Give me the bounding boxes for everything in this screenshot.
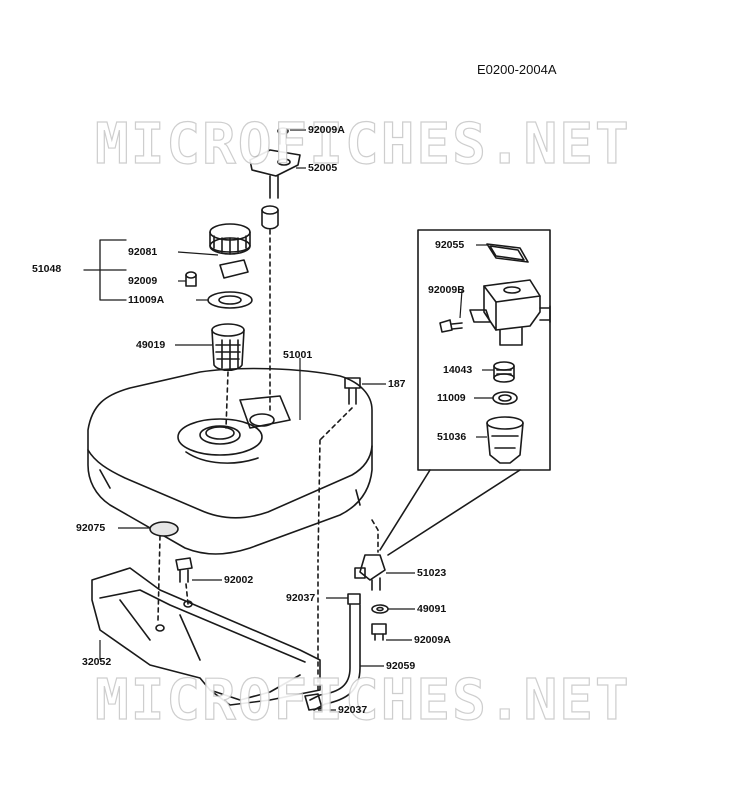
sender-52005 <box>249 149 301 230</box>
strainer-centerline <box>225 371 229 429</box>
cup-51036 <box>486 416 524 464</box>
part-label-51023[interactable]: 51023 <box>417 567 447 579</box>
part-label-51036[interactable]: 51036 <box>437 431 467 443</box>
part-label-92037-mid[interactable]: 92037 <box>286 592 316 604</box>
part-label-11009a[interactable]: 11009A <box>128 294 165 306</box>
part-label-11009[interactable]: 11009 <box>437 392 466 404</box>
fuel-tank <box>87 367 373 555</box>
tap-centerline <box>371 519 379 553</box>
bolt-92002-centerline <box>185 583 189 605</box>
part-label-49019[interactable]: 49019 <box>136 339 166 351</box>
fuel-tap-body <box>469 279 551 346</box>
gasket-11009a <box>207 291 253 309</box>
washer-49091 <box>371 604 389 614</box>
part-label-92081[interactable]: 92081 <box>128 246 158 258</box>
bolt-187 <box>344 377 361 405</box>
part-label-49091[interactable]: 49091 <box>417 603 447 615</box>
bolt-187-centerline <box>319 407 353 441</box>
part-label-14043[interactable]: 14043 <box>443 364 473 376</box>
clamp-92037-mid <box>347 593 361 605</box>
screw-92009a-top <box>277 127 289 145</box>
cap-plate <box>219 259 249 279</box>
inset-connector-lines <box>379 469 521 556</box>
cap-92075 <box>149 521 179 537</box>
part-label-92055[interactable]: 92055 <box>435 239 465 251</box>
part-label-32052[interactable]: 32052 <box>82 656 112 668</box>
screw-92009b <box>439 319 463 333</box>
inset-frame <box>417 229 551 471</box>
o-ring-11009 <box>492 391 518 405</box>
fuel-cap <box>209 223 251 255</box>
part-label-92037-bottom[interactable]: 92037 <box>338 704 368 716</box>
fuel-line-92059 <box>309 604 361 711</box>
part-label-51048[interactable]: 51048 <box>32 263 62 275</box>
leader-lines <box>99 129 494 711</box>
bolt-92002 <box>175 557 193 583</box>
part-label-92009a-top[interactable]: 92009A <box>308 124 345 136</box>
group-bracket-51048 <box>83 239 127 301</box>
filter-14043 <box>493 361 515 383</box>
part-label-52005[interactable]: 52005 <box>308 162 338 174</box>
part-label-51001[interactable]: 51001 <box>283 349 313 361</box>
clamp-92037-bottom <box>304 693 323 711</box>
tank-centerline <box>317 439 321 561</box>
watermark-top: MICROFICHES.NET <box>94 111 631 177</box>
tank-bracket <box>91 567 321 706</box>
part-label-92009b[interactable]: 92009B <box>428 284 465 296</box>
part-label-92009[interactable]: 92009 <box>128 275 158 287</box>
tap-51023 <box>354 554 386 591</box>
o-ring-92055 <box>486 243 529 263</box>
part-label-92002[interactable]: 92002 <box>224 574 254 586</box>
bolt-92009 <box>185 271 197 287</box>
bolt-92009a-bottom <box>371 623 387 641</box>
cap-centerline <box>157 535 161 621</box>
part-label-92009a-bottom[interactable]: 92009A <box>414 634 451 646</box>
part-label-187[interactable]: 187 <box>388 378 406 390</box>
part-label-92059[interactable]: 92059 <box>386 660 416 672</box>
sheet-id: E0200-2004A <box>477 62 557 77</box>
strainer-49019 <box>211 323 245 372</box>
watermark-bottom: MICROFICHES.NET <box>94 667 631 733</box>
part-label-92075[interactable]: 92075 <box>76 522 106 534</box>
